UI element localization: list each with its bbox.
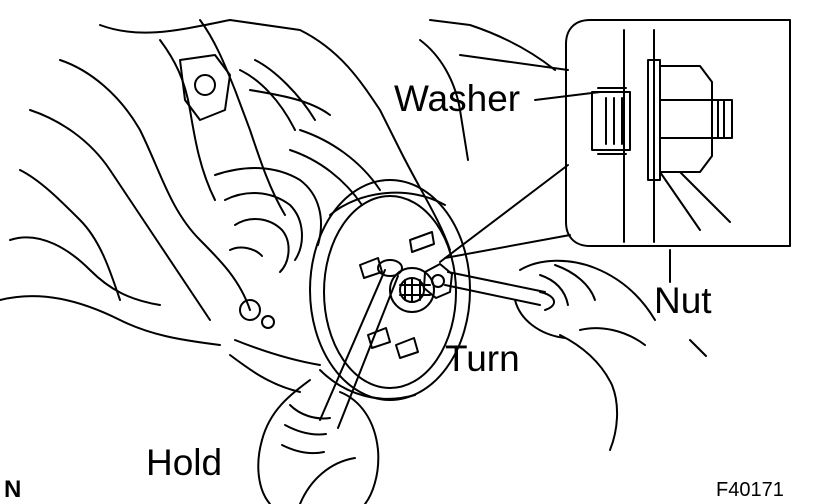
label-washer: Washer: [394, 78, 521, 119]
figure-code: F40171: [716, 479, 784, 501]
turning-hand: [514, 259, 707, 451]
detail-inset: [565, 19, 791, 247]
suspension-assembly: [0, 19, 556, 393]
lug-nut: [423, 263, 453, 299]
corner-mark: N: [4, 476, 22, 503]
holding-hand: [257, 379, 380, 504]
turning-wrench: [444, 271, 555, 311]
label-turn: Turn: [445, 338, 520, 379]
label-hold: Hold: [146, 442, 223, 483]
label-nut: Nut: [654, 280, 712, 321]
holding-wrench: [319, 259, 403, 429]
callout-lines: [439, 54, 671, 283]
